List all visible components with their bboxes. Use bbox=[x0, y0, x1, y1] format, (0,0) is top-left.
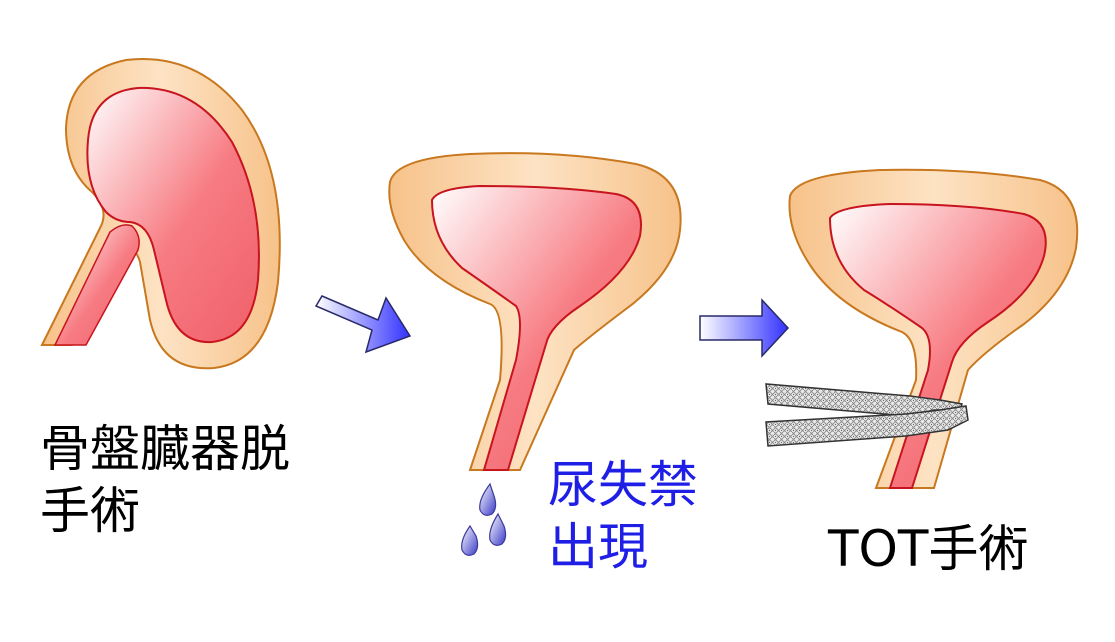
label-line: 手術 bbox=[40, 482, 140, 540]
arrow-right-icon-1 bbox=[314, 295, 412, 354]
droplet-icon bbox=[489, 512, 507, 546]
bladder-prolapse-icon bbox=[40, 58, 281, 370]
label-incontinence-onset: 尿失禁 出現 bbox=[548, 454, 698, 578]
bladder-incontinence-icon bbox=[388, 152, 682, 471]
label-line: 尿失禁 bbox=[548, 456, 698, 514]
label-line: 骨盤臓器脱 bbox=[40, 420, 290, 478]
label-line: 出現 bbox=[548, 518, 648, 576]
bladder-tot-icon bbox=[788, 168, 1079, 489]
label-tot-surgery: TOT手術 bbox=[828, 518, 1028, 580]
droplet-icon bbox=[479, 482, 497, 516]
droplet-icons bbox=[461, 482, 507, 556]
droplet-icon bbox=[461, 524, 479, 556]
label-pelvic-organ-prolapse-surgery: 骨盤臓器脱 手術 bbox=[40, 418, 290, 542]
sling-tape-icon bbox=[765, 383, 969, 447]
arrow-right-icon-2 bbox=[699, 298, 790, 358]
label-line: TOT手術 bbox=[828, 520, 1029, 578]
